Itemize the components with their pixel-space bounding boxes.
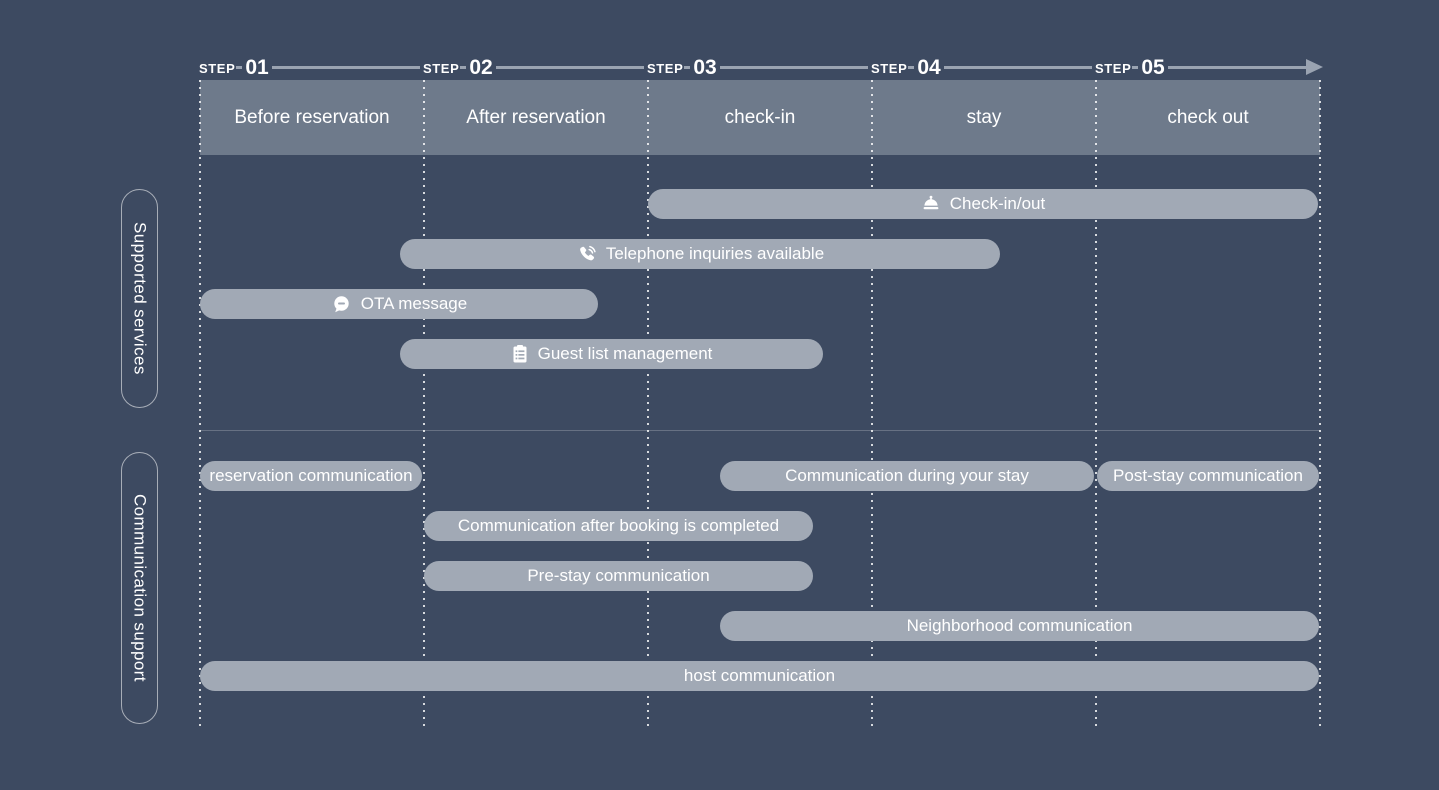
- bar-label: Communication after booking is completed: [457, 516, 780, 535]
- service-bar: Telephone inquiries available: [400, 239, 1000, 269]
- bar-label: Neighborhood communication: [906, 616, 1133, 635]
- phase-cell: Before reservation: [200, 80, 424, 155]
- column-gridline: [871, 80, 873, 730]
- axis-arrow-icon: [1306, 59, 1323, 75]
- bar-label: host communication: [683, 666, 836, 685]
- step-prefix: STEP: [1092, 57, 1133, 79]
- phase-label: check out: [1167, 106, 1249, 128]
- service-bar: Neighborhood communication: [720, 611, 1319, 641]
- service-bar: Communication after booking is completed: [424, 511, 813, 541]
- step-prefix: STEP: [420, 57, 461, 79]
- bell-icon: [921, 194, 941, 214]
- bar-label: Telephone inquiries available: [605, 244, 825, 263]
- step-label: STEP 04: [868, 54, 944, 82]
- column-gridline: [423, 80, 425, 730]
- service-bar: Pre-stay communication: [424, 561, 813, 591]
- section-label-pill-supported-services: Supported services: [121, 189, 158, 408]
- step-label: STEP 03: [644, 54, 720, 82]
- bar-label: Guest list management: [537, 344, 713, 363]
- step-number: 01: [242, 55, 272, 81]
- step-prefix: STEP: [868, 57, 909, 79]
- section-label: Communication support: [130, 494, 150, 682]
- column-gridline: [647, 80, 649, 730]
- step-prefix: STEP: [196, 57, 237, 79]
- step-label: STEP 02: [420, 54, 496, 82]
- bar-label: OTA message: [360, 294, 468, 313]
- service-bar: Communication during your stay: [720, 461, 1094, 491]
- service-bar: host communication: [200, 661, 1319, 691]
- phase-label: stay: [966, 106, 1002, 128]
- phase-cell: stay: [872, 80, 1096, 155]
- step-prefix: STEP: [644, 57, 685, 79]
- phase-cell: check-in: [648, 80, 872, 155]
- step-label: STEP 05: [1092, 54, 1168, 82]
- step-number: 02: [466, 55, 496, 81]
- phase-label: Before reservation: [234, 106, 390, 128]
- phase-header: Before reservation After reservation che…: [200, 80, 1320, 155]
- section-label: Supported services: [130, 222, 150, 375]
- service-bar: reservation communication: [200, 461, 422, 491]
- column-gridline: [1319, 80, 1321, 730]
- step-number: 03: [690, 55, 720, 81]
- step-number: 05: [1138, 55, 1168, 81]
- section-divider: [200, 430, 1320, 431]
- column-gridline: [199, 80, 201, 730]
- column-gridline: [1095, 80, 1097, 730]
- phase-label: After reservation: [466, 106, 606, 128]
- section-label-pill-communication-support: Communication support: [121, 452, 158, 724]
- service-bar: Guest list management: [400, 339, 823, 369]
- step-number: 04: [914, 55, 944, 81]
- phone-icon: [576, 244, 597, 265]
- chat-icon: [331, 294, 352, 315]
- bar-label: Communication during your stay: [785, 466, 1029, 485]
- phase-cell: check out: [1096, 80, 1320, 155]
- service-bar: OTA message: [200, 289, 598, 319]
- bar-label: Post-stay communication: [1113, 466, 1303, 485]
- step-label: STEP 01: [196, 54, 272, 82]
- phase-label: check-in: [724, 106, 796, 128]
- step-axis-line: [200, 66, 1314, 69]
- service-bar: Post-stay communication: [1097, 461, 1319, 491]
- service-bar: Check-in/out: [648, 189, 1318, 219]
- phase-cell: After reservation: [424, 80, 648, 155]
- clipboard-icon: [511, 344, 529, 364]
- bar-label: Check-in/out: [949, 194, 1046, 213]
- bar-label: reservation communication: [209, 466, 413, 485]
- bar-label: Pre-stay communication: [527, 566, 710, 585]
